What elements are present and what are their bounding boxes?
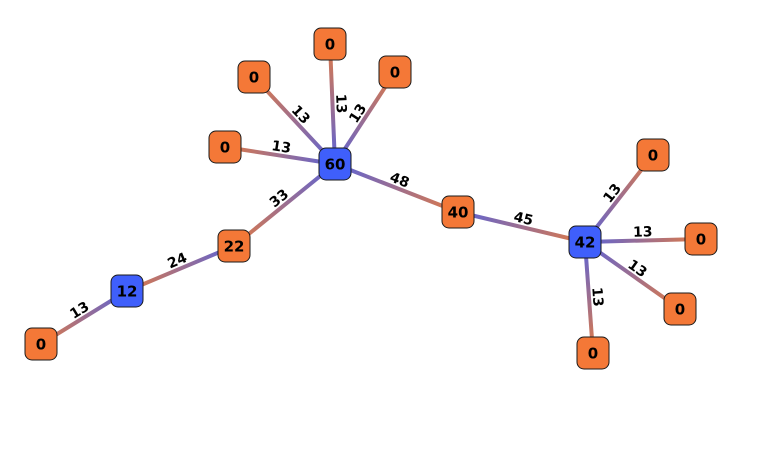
node-label: 40 [448,204,469,222]
node-box [237,60,271,94]
node-b1[interactable]: 0 [636,138,670,172]
node-label: 0 [588,345,598,363]
node-b4[interactable]: 0 [576,336,610,370]
edge-label: 13 [625,257,650,281]
node-box [24,327,58,361]
edge-label: 33 [267,186,292,211]
node-box [441,195,475,229]
edge-n42-b2 [583,237,703,244]
edge-label: 24 [165,250,189,272]
node-label: 42 [575,234,596,252]
edge-n22-n12 [125,244,236,293]
nodes-layer: 60 42 12 40 22 0 0 0 0 0 0 0 0 0 [24,27,718,370]
node-label: 60 [325,156,346,174]
node-box [208,130,242,164]
edge-label: 13 [633,224,653,240]
edge-n60-a4 [223,145,337,166]
edge-label: 13 [270,138,292,157]
node-n42[interactable]: 42 [568,225,602,259]
node-box [110,274,144,308]
node-box [684,222,718,256]
edge-label: 13 [600,181,625,206]
edge-n60-n22 [232,162,337,248]
node-b3[interactable]: 0 [663,292,697,326]
edge-label: 13 [67,299,92,323]
node-label: 0 [325,36,335,54]
node-n22[interactable]: 22 [217,229,251,263]
node-label: 0 [220,139,230,157]
edge-label: 13 [346,101,370,126]
edge-n40-n42 [456,210,587,244]
node-label: 22 [224,238,245,256]
node-box [313,27,347,61]
edge-label: 48 [387,170,411,192]
edge-label: 45 [512,209,535,229]
edge-label: 13 [332,94,349,114]
node-c1[interactable]: 0 [24,327,58,361]
node-n40[interactable]: 40 [441,195,475,229]
node-label: 0 [249,69,259,87]
node-label: 0 [648,147,658,165]
node-label: 12 [117,283,138,301]
node-n12[interactable]: 12 [110,274,144,308]
node-box [378,55,412,89]
node-a3[interactable]: 0 [378,55,412,89]
edge-n60-a1 [328,42,337,166]
node-a1[interactable]: 0 [313,27,347,61]
edge-label: 13 [588,287,605,308]
node-box [318,147,352,181]
node-box [568,225,602,259]
edge-n60-n40 [333,162,460,214]
node-a4[interactable]: 0 [208,130,242,164]
node-label: 0 [675,301,685,319]
node-a2[interactable]: 0 [237,60,271,94]
node-b2[interactable]: 0 [684,222,718,256]
node-label: 0 [36,336,46,354]
node-label: 0 [390,64,400,82]
node-box [663,292,697,326]
node-box [217,229,251,263]
node-label: 0 [696,231,706,249]
node-n60[interactable]: 60 [318,147,352,181]
edge-n42-b4 [583,240,595,355]
node-box [576,336,610,370]
node-box [636,138,670,172]
edge-label: 13 [288,102,313,127]
